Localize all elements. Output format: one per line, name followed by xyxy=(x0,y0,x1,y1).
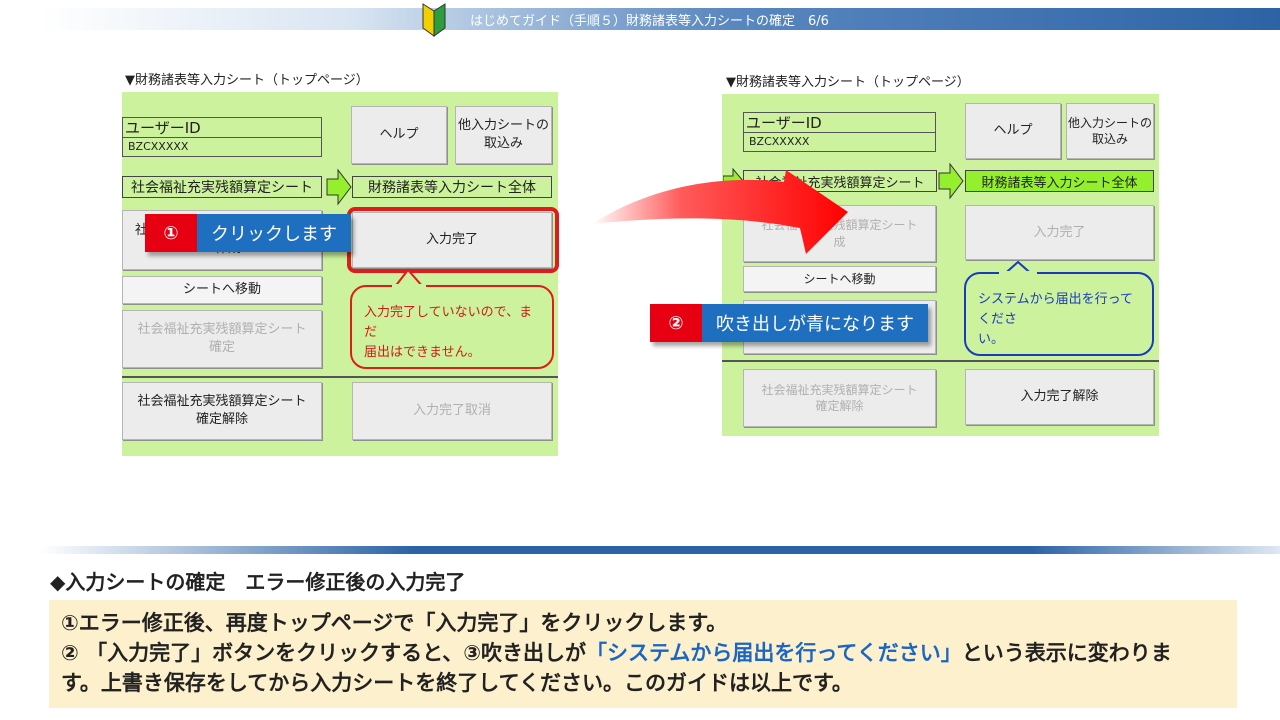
user-id-value: BZCXXXXX xyxy=(128,140,189,153)
beginner-mark-icon xyxy=(422,3,446,37)
section-title: ◆入力シートの確定 エラー修正後の入力完了 xyxy=(50,570,466,594)
instruction-line-1: ①エラー修正後、再度トップページで「入力完了」をクリックします。 xyxy=(61,611,728,635)
move-to-sheet-button[interactable]: シートへ移動 xyxy=(122,276,322,304)
flow-sheet-financial[interactable]: 財務諸表等入力シート全体 xyxy=(352,176,552,198)
confirm-sheet-button[interactable]: 社会福祉充実残額算定シート 確定 xyxy=(122,310,322,368)
section-divider xyxy=(40,546,1280,554)
import-sheets-button[interactable]: 他入力シートの 取込み xyxy=(1066,103,1154,159)
move-to-sheet-button[interactable]: シートへ移動 xyxy=(743,266,936,292)
bubble-tail-join xyxy=(999,271,1037,275)
step-1-text: クリックします xyxy=(197,214,351,252)
complete-input-button[interactable]: 入力完了 xyxy=(965,205,1154,260)
error-bubble-line1: 入力完了していないので、まだ xyxy=(364,305,533,341)
step-1-badge: ① クリックします xyxy=(145,214,351,252)
confirm-button-line1: 社会福祉充実残額算定シート xyxy=(137,322,307,338)
flow-sheet-financial[interactable]: 財務諸表等入力シート全体 xyxy=(965,170,1154,192)
error-bubble-line2: 届出はできません。 xyxy=(364,345,481,361)
complete-input-button[interactable]: 入力完了 xyxy=(352,212,552,268)
user-id-box: ユーザーID BZCXXXXX xyxy=(122,117,322,157)
bubble-tail-red xyxy=(393,268,425,288)
flow-sheet-social-welfare[interactable]: 社会福祉充実残額算定シート xyxy=(122,176,322,198)
info-bubble: システムから届出を行ってくださ い。 xyxy=(964,272,1154,356)
unconfirm-sheet-button[interactable]: 社会福祉充実残額算定シート 確定解除 xyxy=(743,369,936,427)
right-panel-caption: ▼財務諸表等入力シート（トップページ） xyxy=(726,75,970,90)
flow-arrow-icon xyxy=(938,162,964,200)
unconfirm-button-line2: 確定解除 xyxy=(815,399,864,413)
create-button-line2: 成 xyxy=(833,234,846,249)
cancel-complete-button[interactable]: 入力完了解除 xyxy=(965,369,1154,425)
instruction-highlight: 「システムから届出を行ってください」 xyxy=(586,641,962,665)
help-button[interactable]: ヘルプ xyxy=(351,106,447,164)
step-2-number: ② xyxy=(650,304,702,342)
flow-arrow-icon xyxy=(326,168,352,206)
step-1-number: ① xyxy=(145,214,197,252)
unconfirm-button-line1: 社会福祉充実残額算定シート xyxy=(761,382,918,397)
unconfirm-sheet-button[interactable]: 社会福祉充実残額算定シート 確定解除 xyxy=(122,382,322,440)
user-id-label: ユーザーID xyxy=(123,118,321,138)
import-button-line2: 取込み xyxy=(1091,132,1128,146)
header-bar xyxy=(40,8,1280,30)
error-bubble: 入力完了していないので、まだ 届出はできません。 xyxy=(350,285,554,369)
instruction-line-2: ② 「入力完了」ボタンをクリックすると、③吹き出しが「システムから届出を行ってく… xyxy=(49,638,1237,668)
left-panel-caption: ▼財務諸表等入力シート（トップページ） xyxy=(125,73,369,88)
import-button-line1: 他入力シートの xyxy=(457,118,549,134)
divider xyxy=(722,360,1159,362)
highlight-frame xyxy=(347,207,559,273)
instruction-line-2b: という表示に変わりま xyxy=(961,641,1172,665)
step-2-text: 吹き出しが青になります xyxy=(702,304,928,342)
info-bubble-line2: い。 xyxy=(978,332,1005,348)
import-button-line1: 他入力シートの xyxy=(1067,115,1152,130)
import-sheets-button[interactable]: 他入力シートの 取込み xyxy=(455,106,552,164)
instruction-line-3: す。上書き保存をしてから入力シートを終了してください。このガイドは以上です。 xyxy=(61,671,853,695)
instruction-box: ①エラー修正後、再度トップページで「入力完了」をクリックします。 ② 「入力完了… xyxy=(49,600,1237,708)
instruction-line-2a: ② 「入力完了」ボタンをクリックすると、③吹き出しが xyxy=(61,641,587,665)
divider xyxy=(122,376,558,378)
cancel-complete-button[interactable]: 入力完了取消 xyxy=(352,382,552,440)
unconfirm-button-line1: 社会福祉充実残額算定シート xyxy=(137,394,307,410)
page-title: はじめてガイド（手順５）財務諸表等入力シートの確定 6/6 xyxy=(470,14,829,29)
unconfirm-button-line2: 確定解除 xyxy=(195,412,248,427)
confirm-button-line2: 確定 xyxy=(208,340,235,355)
step-2-badge: ② 吹き出しが青になります xyxy=(650,304,928,342)
info-bubble-line1: システムから届出を行ってくださ xyxy=(978,292,1133,328)
transition-arrow-icon xyxy=(592,170,848,254)
create-button-line1: 社 xyxy=(135,223,149,239)
bubble-tail-join xyxy=(392,284,426,288)
help-button[interactable]: ヘルプ xyxy=(965,103,1061,159)
user-id-label: ユーザーID xyxy=(744,113,935,133)
user-id-box: ユーザーID BZCXXXXX xyxy=(743,112,936,152)
user-id-value: BZCXXXXX xyxy=(749,135,810,148)
import-button-line2: 取込み xyxy=(483,136,523,151)
